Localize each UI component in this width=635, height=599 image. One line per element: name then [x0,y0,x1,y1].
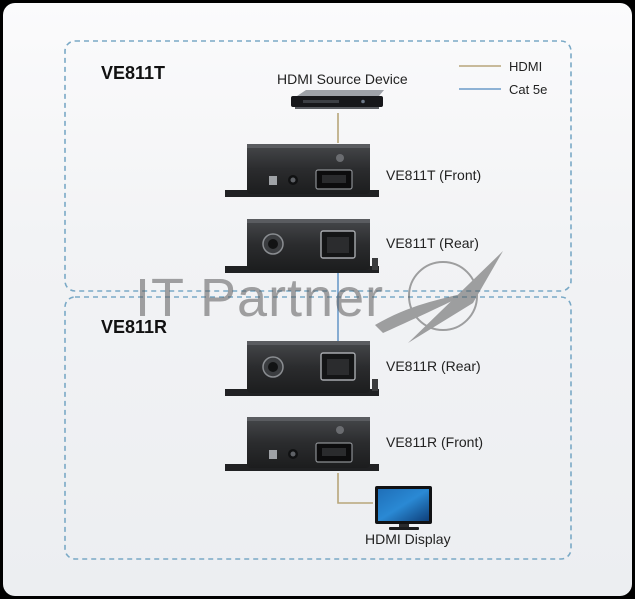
receiver-section-box [64,296,572,560]
diagram-canvas: VE811T VE811R HDMI Cat 5e HDMI Source De… [3,3,632,596]
ve811t-front-device [225,144,379,197]
hdmi-source-device [291,90,384,109]
ve811t-front-label: VE811T (Front) [386,167,482,183]
ve811r-rear-device [225,341,379,396]
watermark-logo [375,251,503,343]
ve811r-rear-label: VE811R (Rear) [386,358,481,374]
ve811t-rear-label: VE811T (Rear) [386,235,479,251]
legend-cat5-label: Cat 5e [509,82,548,97]
hdmi-display-icon [375,486,432,530]
ve811r-front-device [225,417,379,471]
receiver-section-title: VE811R [101,317,168,337]
transmitter-section-box [64,40,572,292]
watermark-text: IT Partner [135,268,385,328]
legend-hdmi-label: HDMI [509,59,543,74]
ve811t-rear-device [225,219,379,273]
ve811r-front-label: VE811R (Front) [386,434,483,450]
transmitter-section-title: VE811T [101,63,166,83]
hdmi-display-label: HDMI Display [365,531,451,547]
hdmi-cable-rx-to-display [337,473,373,504]
hdmi-source-label: HDMI Source Device [277,71,408,87]
diagram-svg [64,40,572,560]
